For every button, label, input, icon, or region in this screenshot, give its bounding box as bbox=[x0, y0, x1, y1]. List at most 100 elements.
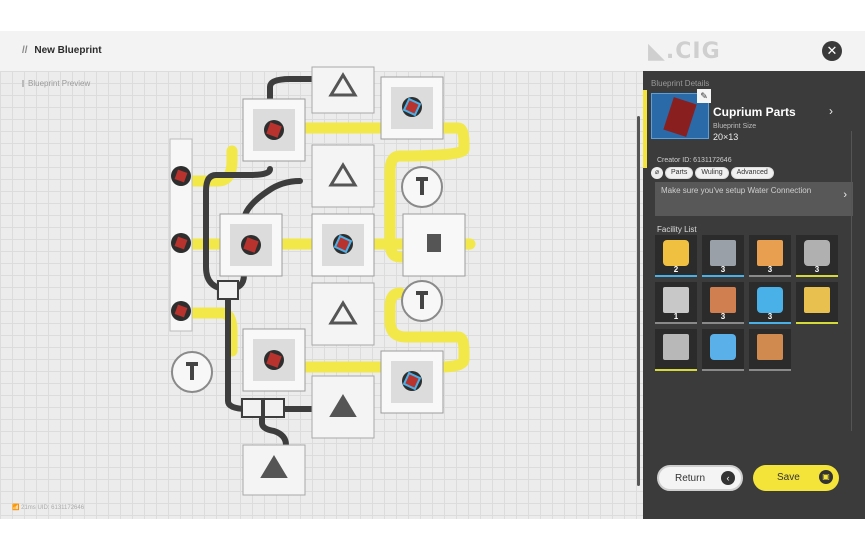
pump-1-symbol bbox=[328, 72, 358, 97]
panel-accent bbox=[643, 90, 647, 168]
facility-count: 3 bbox=[767, 312, 773, 321]
tower-icon bbox=[804, 240, 830, 266]
facility-count: 3 bbox=[720, 312, 726, 321]
storage-unit bbox=[402, 213, 466, 277]
title-slashes: // bbox=[22, 45, 28, 56]
blueprint-size-label: Blueprint Size bbox=[713, 123, 757, 130]
return-label: Return bbox=[675, 473, 706, 484]
close-icon: ✕ bbox=[826, 43, 838, 58]
notice-text: Make sure you've setup Water Connection bbox=[661, 186, 812, 195]
pylon-3-mast bbox=[190, 362, 194, 380]
left-inlets bbox=[169, 138, 193, 332]
page-title: // New Blueprint bbox=[22, 45, 102, 56]
label-bar bbox=[22, 80, 24, 88]
facility-count: 3 bbox=[720, 265, 726, 274]
pump-3-symbol bbox=[328, 300, 358, 325]
pylon-units bbox=[171, 166, 443, 393]
refiner-2-core bbox=[243, 237, 259, 253]
belt-left bbox=[203, 166, 273, 292]
save-icon: ▣ bbox=[819, 470, 833, 484]
facility-tile[interactable]: 3 bbox=[796, 235, 838, 277]
pump-units bbox=[242, 66, 375, 496]
edit-icon: ✎ bbox=[700, 91, 708, 101]
junction-icon bbox=[804, 287, 830, 313]
facility-tile[interactable]: 3 bbox=[749, 282, 791, 324]
refining-units bbox=[219, 98, 306, 392]
facility-grid: 2 3 3 3 1 3 3 bbox=[655, 235, 845, 371]
fitting-1-core bbox=[402, 97, 422, 117]
panel-divider bbox=[851, 131, 857, 431]
save-button[interactable]: Save ▣ bbox=[753, 465, 839, 491]
brand-logo: ◣.CIG bbox=[648, 39, 721, 64]
facility-tile[interactable] bbox=[749, 329, 791, 371]
facility-count: 2 bbox=[673, 265, 679, 274]
pylon-2-head bbox=[416, 291, 428, 295]
pump-2-frame bbox=[311, 144, 375, 208]
tag-wuling[interactable]: Wuling bbox=[695, 167, 729, 179]
conveyor-mid-loop bbox=[294, 287, 470, 373]
conveyor-top-loop bbox=[294, 122, 470, 263]
thumbnail-item-image bbox=[663, 97, 697, 137]
facility-count: 3 bbox=[814, 265, 820, 274]
facility-tile[interactable] bbox=[655, 329, 697, 371]
chevron-right-icon: › bbox=[843, 189, 847, 201]
machine-icon bbox=[710, 240, 736, 266]
inlet-2-core bbox=[174, 236, 188, 250]
pump-2-symbol bbox=[328, 162, 358, 187]
crusher-icon bbox=[757, 240, 783, 266]
belt-center bbox=[225, 178, 303, 292]
facility-tile[interactable]: 3 bbox=[702, 282, 744, 324]
refiner-3-core bbox=[266, 352, 282, 368]
facility-tile[interactable]: 2 bbox=[655, 235, 697, 277]
facility-list-label: Facility List bbox=[657, 225, 697, 234]
title-text: New Blueprint bbox=[34, 45, 102, 56]
junction-nodes bbox=[217, 280, 285, 418]
junction-3 bbox=[263, 398, 285, 418]
tag-advanced[interactable]: Advanced bbox=[730, 167, 774, 179]
pylon-3-head bbox=[186, 362, 198, 366]
fitting-units bbox=[311, 76, 444, 414]
facility-tile[interactable]: 3 bbox=[702, 235, 744, 277]
water-connection-notice[interactable]: Make sure you've setup Water Connection … bbox=[655, 182, 853, 216]
preview-label-text: Blueprint Preview bbox=[28, 79, 91, 88]
facility-tile[interactable] bbox=[702, 329, 744, 371]
facility-tile[interactable]: 1 bbox=[655, 282, 697, 324]
storage-symbol bbox=[427, 234, 441, 252]
storage-frame bbox=[402, 213, 466, 277]
top-bar: // New Blueprint ◣.CIG ✕ bbox=[0, 31, 865, 71]
tag-list: ⌀ Parts Wuling Advanced bbox=[651, 167, 774, 179]
chevron-right-icon[interactable]: › bbox=[829, 104, 833, 118]
details-label: Blueprint Details bbox=[651, 79, 710, 88]
furnace-icon bbox=[710, 287, 736, 313]
junction-2 bbox=[241, 398, 263, 418]
facility-count: 3 bbox=[767, 265, 773, 274]
pump-4-symbol bbox=[329, 394, 357, 417]
facility-count: 1 bbox=[673, 312, 679, 321]
facility-tile[interactable] bbox=[796, 282, 838, 324]
inlet-3-core bbox=[174, 304, 188, 318]
tag-parts[interactable]: Parts bbox=[665, 167, 694, 179]
facility-tile[interactable]: 3 bbox=[749, 235, 791, 277]
fitting-2-core bbox=[333, 234, 353, 254]
preview-scrollbar[interactable] bbox=[637, 116, 640, 486]
blueprint-diagram[interactable] bbox=[0, 31, 643, 519]
pylon-1-mast bbox=[420, 177, 424, 195]
back-arrow-icon: ‹ bbox=[721, 471, 735, 485]
inlet-1-core bbox=[174, 169, 188, 183]
edit-button[interactable]: ✎ bbox=[697, 89, 711, 103]
splitter-icon bbox=[757, 287, 783, 313]
return-button[interactable]: Return ‹ bbox=[657, 465, 743, 491]
preview-label: Blueprint Preview bbox=[22, 79, 90, 88]
game-screen: // New Blueprint ◣.CIG ✕ Blueprint Previ… bbox=[0, 31, 865, 519]
blueprint-size: 20×13 bbox=[713, 132, 739, 142]
blueprint-name[interactable]: Cuprium Parts bbox=[713, 105, 796, 119]
close-button[interactable]: ✕ bbox=[822, 41, 842, 61]
pipe-icon bbox=[710, 334, 736, 360]
tank-icon bbox=[663, 287, 689, 313]
tag-icon: ⌀ bbox=[651, 167, 663, 179]
connector-icon bbox=[663, 334, 689, 360]
pylon-2-mast bbox=[420, 291, 424, 309]
arrow-up-icon bbox=[663, 240, 689, 266]
plate-icon bbox=[757, 334, 783, 360]
belt-bottom bbox=[259, 408, 289, 448]
